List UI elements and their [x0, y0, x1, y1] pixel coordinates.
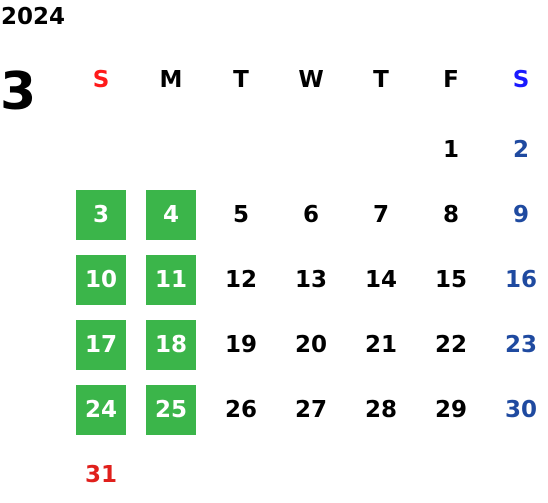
- day-cell[interactable]: 23: [504, 332, 537, 358]
- weekday-monday: M: [159, 67, 183, 93]
- day-cell[interactable]: 26: [224, 397, 257, 423]
- weekday-wednesday: W: [298, 67, 324, 93]
- day-cell[interactable]: 1: [442, 137, 459, 163]
- day-cell[interactable]: 8: [442, 202, 459, 228]
- day-cell[interactable]: 14: [364, 267, 397, 293]
- year-label: 2024: [1, 4, 66, 30]
- day-cell[interactable]: 28: [364, 397, 397, 423]
- day-cell-highlighted[interactable]: 3: [76, 190, 126, 240]
- day-cell[interactable]: 7: [372, 202, 389, 228]
- day-cell[interactable]: 6: [302, 202, 319, 228]
- day-cell[interactable]: 12: [224, 267, 257, 293]
- day-cell[interactable]: 29: [434, 397, 467, 423]
- day-cell-highlighted[interactable]: 24: [76, 385, 126, 435]
- day-cell[interactable]: 16: [504, 267, 537, 293]
- day-cell[interactable]: 20: [294, 332, 327, 358]
- day-cell-highlighted[interactable]: 11: [146, 255, 196, 305]
- day-cell[interactable]: 19: [224, 332, 257, 358]
- day-cell[interactable]: 22: [434, 332, 467, 358]
- day-cell[interactable]: 15: [434, 267, 467, 293]
- weekday-friday: F: [443, 67, 459, 93]
- day-cell[interactable]: 30: [504, 397, 537, 423]
- day-cell[interactable]: 27: [294, 397, 327, 423]
- month-number: 3: [0, 62, 37, 122]
- weekday-sunday: S: [92, 67, 110, 93]
- day-cell[interactable]: 21: [364, 332, 397, 358]
- day-cell-highlighted[interactable]: 25: [146, 385, 196, 435]
- weekday-saturday: S: [512, 67, 530, 93]
- day-cell-highlighted[interactable]: 18: [146, 320, 196, 370]
- weekday-tuesday: T: [233, 67, 249, 93]
- day-cell-highlighted[interactable]: 4: [146, 190, 196, 240]
- day-cell[interactable]: 5: [232, 202, 249, 228]
- day-cell-highlighted[interactable]: 17: [76, 320, 126, 370]
- day-cell[interactable]: 2: [512, 137, 529, 163]
- day-cell[interactable]: 31: [84, 462, 117, 488]
- day-cell[interactable]: 13: [294, 267, 327, 293]
- day-cell[interactable]: 9: [512, 202, 529, 228]
- day-cell-highlighted[interactable]: 10: [76, 255, 126, 305]
- weekday-thursday: T: [373, 67, 389, 93]
